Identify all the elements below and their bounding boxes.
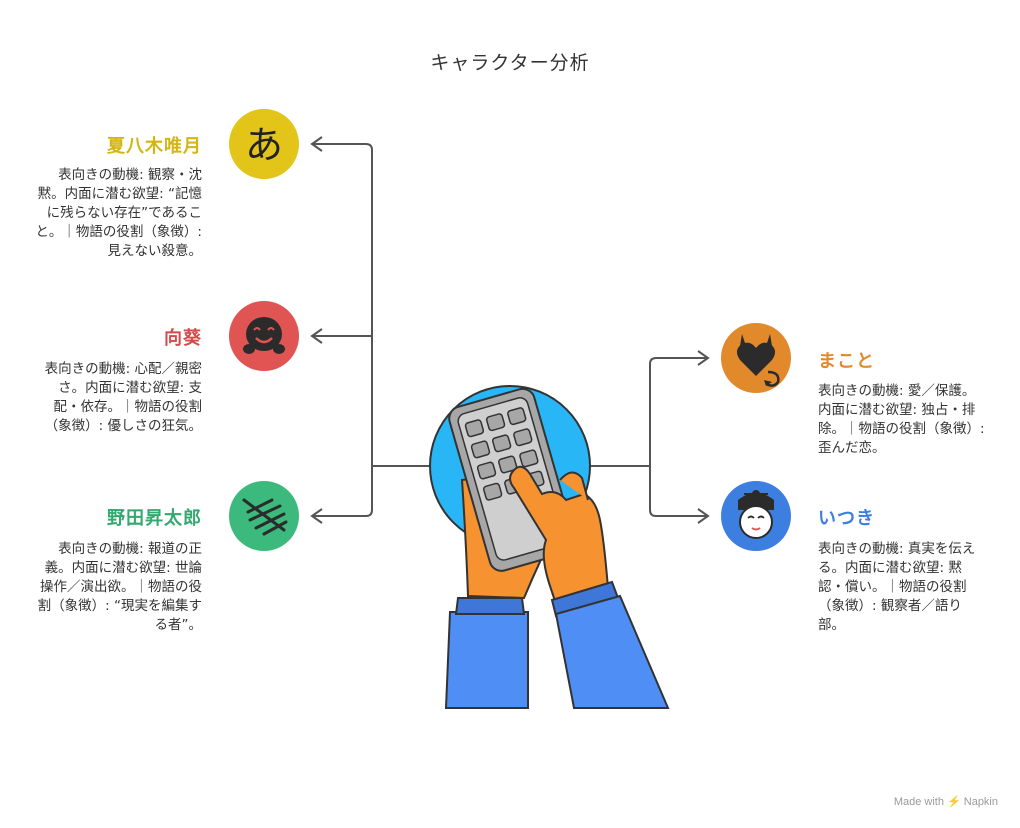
right-sleeve [554,594,670,709]
napkin-watermark: Made with ⚡ Napkin [893,796,998,808]
character-desc-itsuki: 表向きの動機: 真実を伝える。内面に潜む欲望: 黙認・償い。｜物語の役割（象徴）… [818,541,976,633]
right-connectors [588,350,710,524]
arrow-makoto [697,350,710,366]
character-name-noda: 野田昇太郎 [107,508,202,529]
character-name-aoi: 向葵 [164,328,202,349]
smiling-face-icon [243,317,285,354]
arrow-noda [310,508,323,524]
devil-heart-icon [736,334,780,387]
calculator-keys [464,407,545,501]
arrow-itsuki [697,508,710,524]
right-hand-finger-2 [559,471,589,501]
left-connectors [310,136,432,524]
icon-noda [229,481,299,551]
connector-itsuki [649,466,708,517]
connector-noda [312,466,373,517]
right-hand [509,465,610,606]
arrow-yuzuki [310,136,323,152]
character-desc-yuzuki: 表向きの動機: 観察・沈黙。内面に潜む欲望: “記憶に残らない存在”であること。… [35,167,202,259]
diagram-title: キャラクター分析 [430,52,590,74]
icon-makoto [721,323,791,393]
character-name-yuzuki: 夏八木唯月 [107,136,202,157]
calculator-hands-illustration [429,385,670,709]
icon-yuzuki: あ [229,109,299,179]
connector-yuzuki [312,143,373,466]
icon-itsuki [721,481,791,551]
character-desc-noda: 表向きの動機: 報道の正義。内面に潜む欲望: 世論操作／演出欲。｜物語の役割（象… [37,541,202,633]
connector-makoto [649,357,708,466]
left-sleeve [444,611,529,709]
character-name-makoto: まこと [818,351,875,372]
character-name-itsuki: いつき [818,508,875,529]
geisha-face-icon [738,490,774,539]
hiragana-a-icon: あ [245,123,283,167]
hand-writing-icon [242,498,288,536]
icon-aoi [229,301,299,371]
character-desc-aoi: 表向きの動機: 心配／親密さ。内面に潜む欲望: 支配・依存。｜物語の役割（象徴）… [44,361,202,434]
arrow-aoi [310,328,323,344]
character-desc-makoto: 表向きの動機: 愛／保護。内面に潜む欲望: 独占・排除。｜物語の役割（象徴）: … [818,383,985,456]
left-cuff [454,597,526,615]
